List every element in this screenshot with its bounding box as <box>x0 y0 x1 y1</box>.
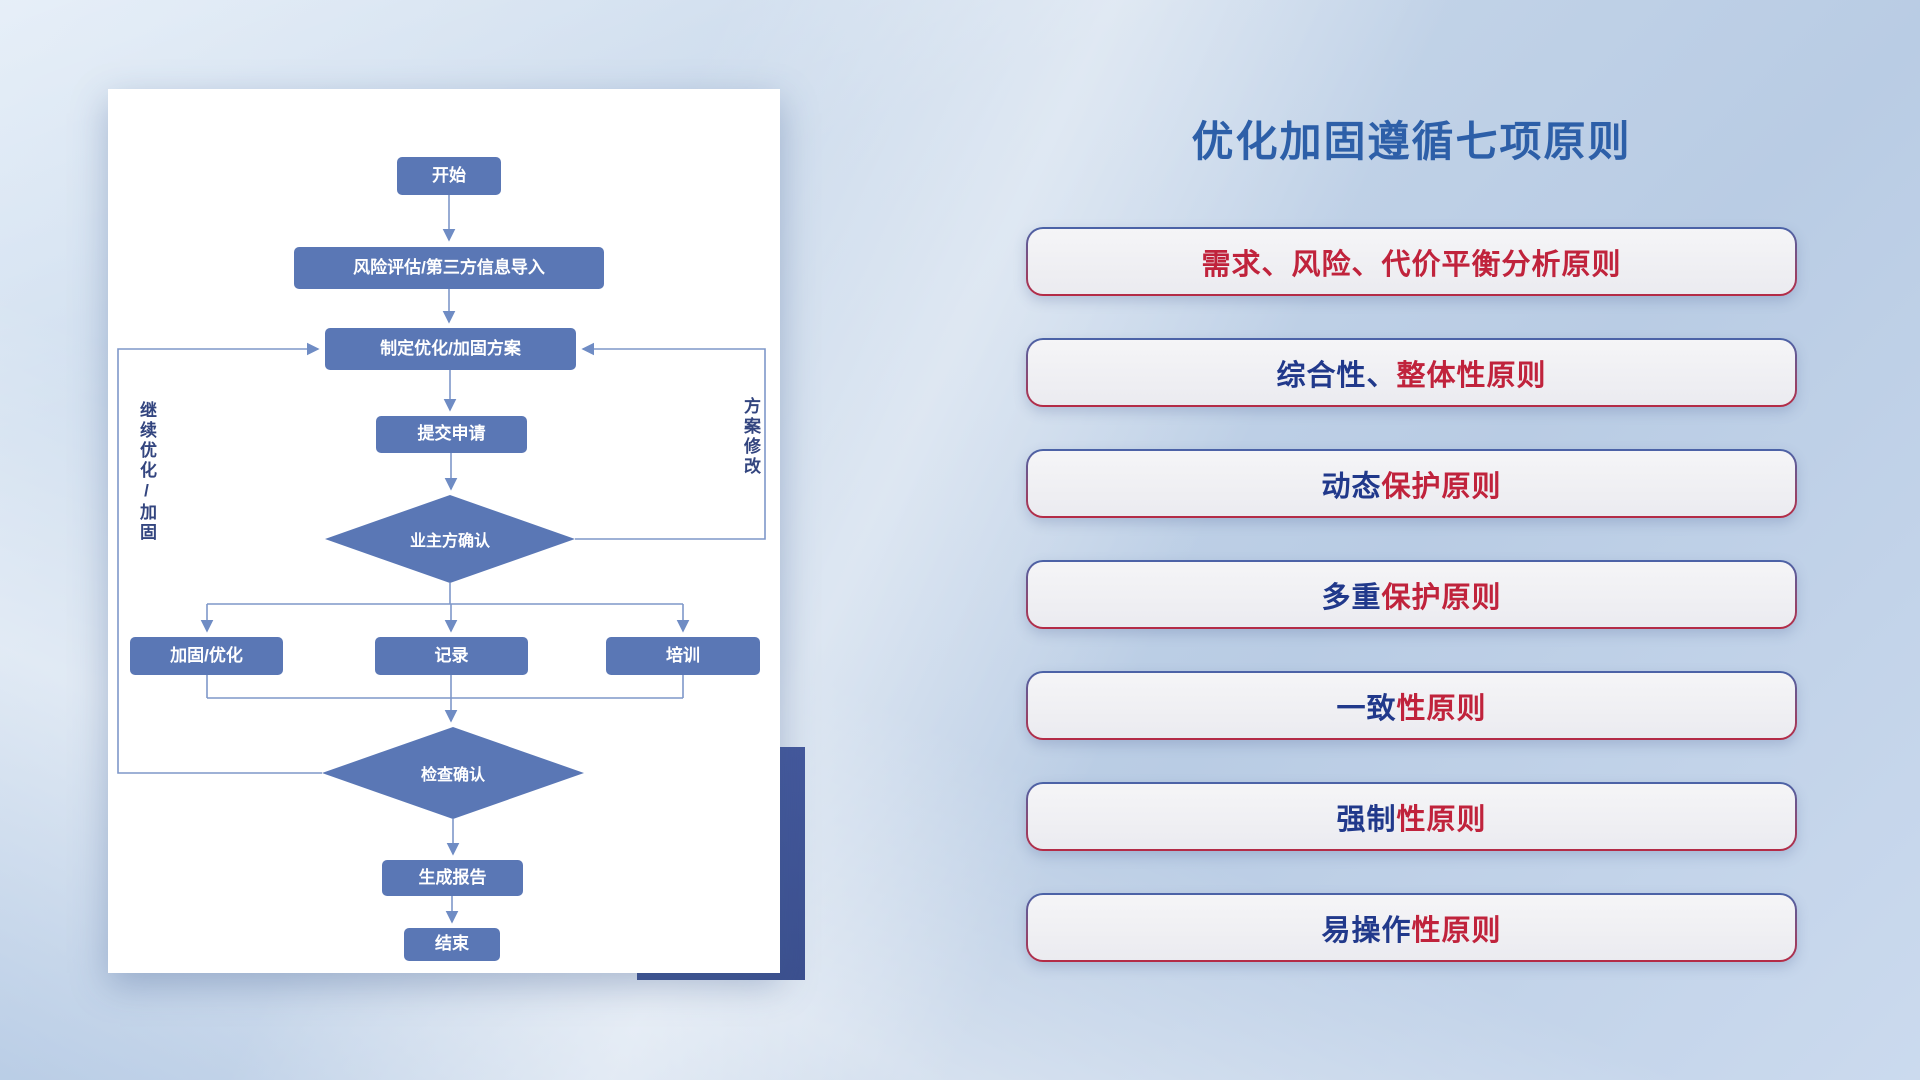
principle-text-red: 整体性原则 <box>1396 359 1547 392</box>
principles-list: 需求、风险、代价平衡分析原则 综合性、整体性原则 动态保护原则 多重保护原则 <box>1026 227 1797 962</box>
flow-node-make-plan: 制定优化/加固方案 <box>325 328 576 370</box>
principle-text-red: 需求、风险、代价平衡分析原则 <box>1201 248 1622 281</box>
principle-label: 易操作性原则 <box>1028 895 1795 960</box>
principle-item-3: 动态保护原则 <box>1026 449 1797 518</box>
flow-node-submit: 提交申请 <box>376 416 527 453</box>
flow-node-record: 记录 <box>375 637 528 675</box>
principle-text-red: 保护原则 <box>1381 581 1502 614</box>
principle-text-blue: 易操作 <box>1321 914 1412 947</box>
principle-item-6: 强制性原则 <box>1026 782 1797 851</box>
principle-item-1: 需求、风险、代价平衡分析原则 <box>1026 227 1797 296</box>
principle-text-red: 保护原则 <box>1381 470 1502 503</box>
flow-label-continue: 继续优化/加固 <box>137 401 156 543</box>
page-title: 优化加固遵循七项原则 <box>1191 118 1632 165</box>
flow-node-training: 培训 <box>606 637 760 675</box>
principle-label: 动态保护原则 <box>1028 451 1795 516</box>
principle-label: 一致性原则 <box>1028 673 1795 738</box>
flow-label-modify: 方案修改 <box>741 397 760 477</box>
principle-item-5: 一致性原则 <box>1026 671 1797 740</box>
principle-text-red: 性原则 <box>1396 803 1487 836</box>
principle-text-blue: 一致 <box>1336 692 1397 725</box>
principles-panel: 优化加固遵循七项原则 需求、风险、代价平衡分析原则 综合性、整体性原则 动态保护… <box>1026 108 1797 962</box>
flowchart-card: 开始 风险评估/第三方信息导入 制定优化/加固方案 提交申请 业主方确认 加固/… <box>108 89 780 973</box>
principle-text-red: 性原则 <box>1396 692 1487 725</box>
principle-label: 综合性、整体性原则 <box>1028 340 1795 405</box>
principle-label: 多重保护原则 <box>1028 562 1795 627</box>
flow-node-report: 生成报告 <box>382 860 523 896</box>
principle-text-blue: 强制 <box>1336 803 1397 836</box>
principle-text-blue: 动态 <box>1321 470 1382 503</box>
principle-text-blue: 综合性、 <box>1276 359 1397 392</box>
flow-node-risk-import: 风险评估/第三方信息导入 <box>294 247 604 289</box>
flowchart-connectors <box>117 195 766 924</box>
principle-text-blue: 多重 <box>1321 581 1382 614</box>
flow-node-end: 结束 <box>404 928 500 961</box>
flow-node-start: 开始 <box>397 157 501 195</box>
principle-item-2: 综合性、整体性原则 <box>1026 338 1797 407</box>
principle-item-7: 易操作性原则 <box>1026 893 1797 962</box>
principle-item-4: 多重保护原则 <box>1026 560 1797 629</box>
flow-node-reinforce: 加固/优化 <box>130 637 283 675</box>
principle-label: 需求、风险、代价平衡分析原则 <box>1028 229 1795 294</box>
principle-text-red: 性原则 <box>1411 914 1502 947</box>
principle-label: 强制性原则 <box>1028 784 1795 849</box>
